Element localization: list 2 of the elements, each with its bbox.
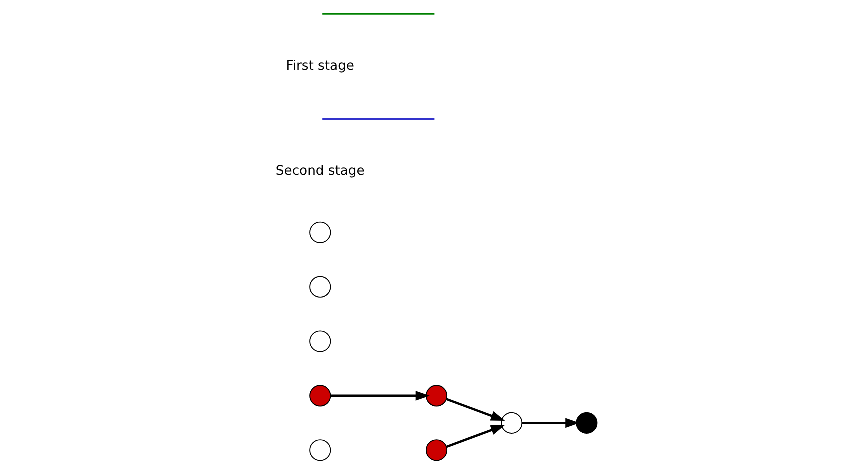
legend-label: Second stage [276,164,365,180]
legend-label: First stage [286,59,354,74]
